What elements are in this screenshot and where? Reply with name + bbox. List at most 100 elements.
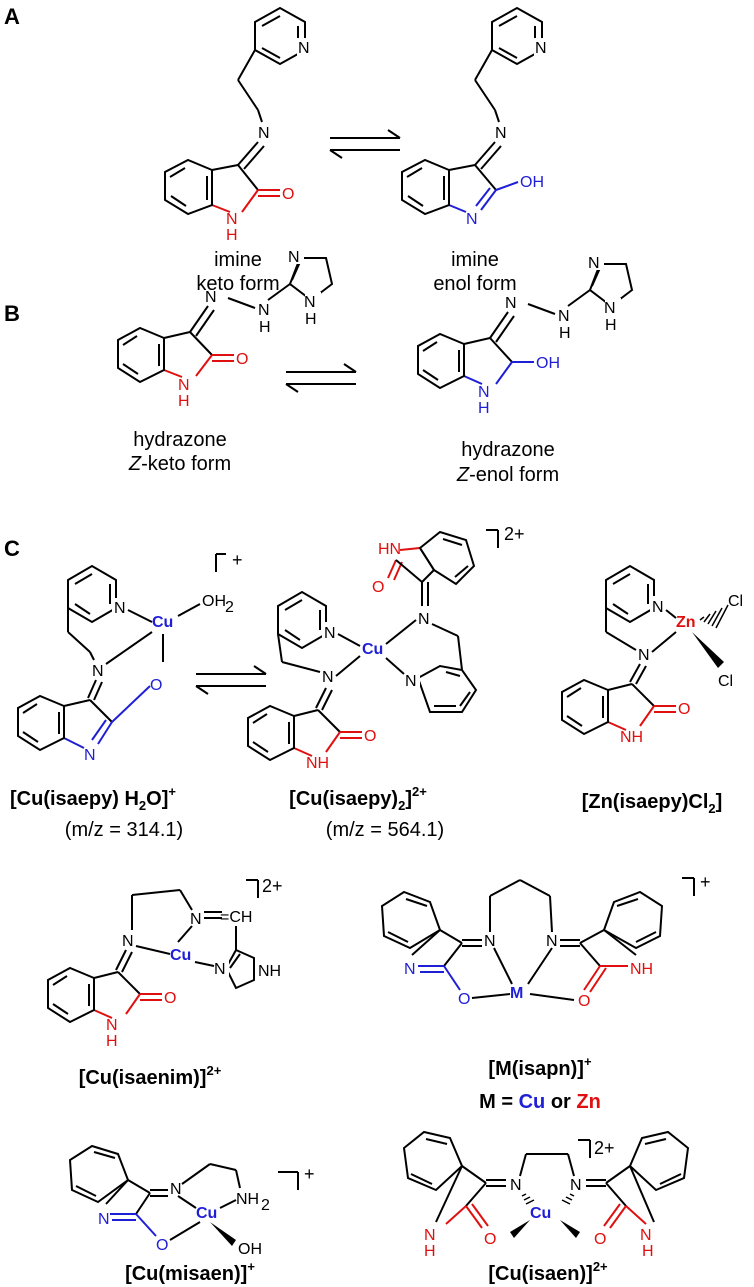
atom-label: N [535, 40, 547, 57]
structure-cu-isaepy-h2o: + N Cu OH 2 N O N [17, 550, 243, 764]
caption-hydrazone-enol-2: Z-enol form [456, 464, 559, 486]
equilibrium-arrow-b [285, 363, 357, 393]
atom-label: N [418, 611, 430, 628]
metal-label: Cu [362, 641, 383, 658]
atom-label: H [642, 1243, 654, 1260]
atom-label: NH [620, 729, 643, 746]
label-m-definition: M = Cu or Zn [479, 1091, 601, 1113]
subscript: 2 [225, 599, 234, 616]
structure-hydrazone-enol: N N H N H N N H OH [417, 252, 634, 417]
atom-label: H [305, 311, 317, 328]
mz-cu-isaepy-h2o: (m/z = 314.1) [65, 819, 183, 841]
caption-imine-enol-1: imine [451, 249, 499, 271]
atom-label: N [652, 599, 664, 616]
subscript: 2 [261, 1197, 270, 1214]
atom-label: N [588, 255, 600, 272]
atom-label: NH [306, 755, 329, 772]
charge-label: 2+ [594, 1138, 615, 1158]
structure-imine-enol: N N N OH [401, 6, 550, 228]
atom-label: N [570, 1177, 582, 1194]
panel-label-a: A [4, 4, 20, 29]
atom-label: O [282, 186, 294, 203]
label-cu-isaepy2: [Cu(isaepy)2]2+ [289, 784, 427, 813]
equilibrium-arrow-a [329, 129, 401, 159]
atom-label: OH [536, 355, 560, 372]
atom-label: N [214, 961, 226, 978]
atom-label: N [404, 961, 416, 978]
caption-hydrazone-enol-1: hydrazone [461, 439, 554, 461]
atom-label: O [150, 677, 162, 694]
atom-label: N [106, 1017, 118, 1034]
atom-label: O [372, 579, 384, 596]
atom-label: N [546, 933, 558, 950]
atom-label: N [510, 1177, 522, 1194]
atom-label: N [288, 249, 300, 266]
atom-label: N [122, 933, 134, 950]
atom-label: OH [520, 174, 544, 191]
atom-label: O [594, 1231, 606, 1248]
atom-label: N [190, 911, 202, 928]
charge-label: + [232, 550, 243, 570]
atom-label: Cl [728, 593, 743, 610]
caption-imine-enol-2: enol form [433, 273, 516, 295]
atom-label: N [478, 384, 490, 401]
structure-cu-isaepy2: 2+ HN O N N Cu N [247, 524, 525, 772]
atom-label: N [405, 673, 417, 690]
caption-imine-keto-2: keto form [196, 273, 279, 295]
atom-label: N [92, 663, 104, 680]
atom-label: N [424, 1227, 436, 1244]
atom-label: O [458, 991, 470, 1008]
atom-label: N [324, 625, 336, 642]
atom-label: NH [236, 1191, 259, 1208]
structure-zn-isaepy-cl2: N Zn Cl Cl N O NH [561, 564, 743, 746]
metal-label: M [510, 985, 523, 1002]
label-cu-isaenim: [Cu(isaenim)]2+ [79, 1063, 222, 1089]
atom-label: H [605, 317, 617, 334]
metal-label: Cu [196, 1205, 217, 1222]
label-cu-isaen: [Cu(isaen)]2+ [488, 1259, 608, 1285]
atom-label: N [258, 302, 270, 319]
atom-label: N [205, 289, 217, 306]
atom-label: H [106, 1033, 118, 1050]
atom-label: H [559, 325, 571, 342]
atom-label: O [364, 728, 376, 745]
charge-label: 2+ [262, 876, 283, 896]
atom-label: N [226, 211, 238, 228]
charge-label: + [700, 872, 711, 892]
caption-hydrazone-keto-1: hydrazone [133, 429, 226, 451]
metal-label: Cu [152, 614, 173, 631]
atom-label: N [604, 300, 616, 317]
atom-label: N [558, 308, 570, 325]
atom-label: O [484, 1231, 496, 1248]
label-cu-isaepy-h2o: [Cu(isaepy) H2O]+ [10, 784, 176, 813]
atom-label: N [638, 647, 650, 664]
atom-label: N [114, 600, 126, 617]
atom-label: N [466, 211, 478, 228]
atom-label: O [236, 351, 248, 368]
atom-label: OH [238, 1241, 262, 1258]
metal-label: Cu [530, 1205, 551, 1222]
atom-label: N [84, 747, 96, 764]
atom-label: N [170, 1181, 182, 1198]
atom-label: O [156, 1237, 168, 1254]
atom-label: H [424, 1243, 436, 1260]
mz-cu-isaepy2: (m/z = 564.1) [326, 819, 444, 841]
atom-label: O [578, 993, 590, 1010]
structure-m-isapn: + N N M N O O NH [380, 872, 711, 1010]
atom-label: N [484, 933, 496, 950]
atom-label: N [298, 40, 310, 57]
atom-label: H [178, 393, 190, 410]
atom-label: N [495, 125, 507, 142]
panel-label-b: B [4, 301, 20, 326]
label-cu-misaen: [Cu(misaen)]+ [125, 1259, 255, 1285]
label-zn-isaepy-cl2: [Zn(isaepy)Cl2] [582, 791, 723, 816]
metal-label: Cu [170, 947, 191, 964]
atom-label: N [640, 1227, 652, 1244]
metal-label: Zn [676, 614, 696, 631]
atom-label: NH [258, 963, 281, 980]
atom-label: NH [630, 961, 653, 978]
structure-imine-keto: N N N H O [164, 6, 313, 244]
atom-label: OH [202, 593, 226, 610]
equilibrium-arrow-c [195, 665, 267, 695]
